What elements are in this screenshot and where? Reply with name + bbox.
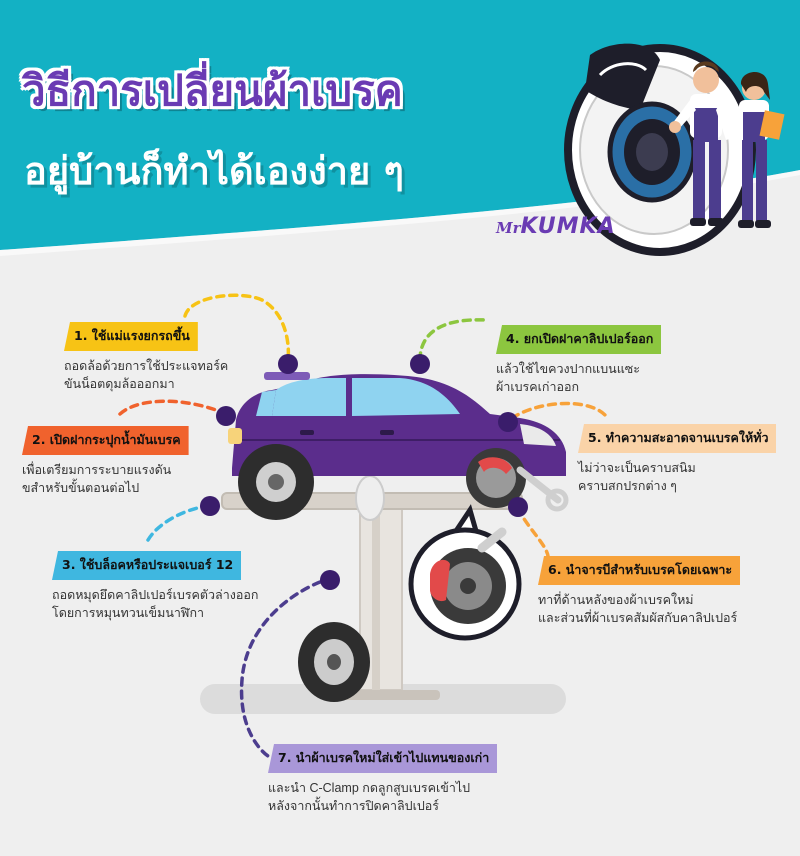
step-3-description: ถอดหมุดยึดคาลิปเปอร์เบรคตัวล่างออก โดยกา…: [52, 586, 258, 622]
step-5-line-1: ไม่ว่าจะเป็นคราบสนิม: [578, 461, 696, 475]
step-1-description: ถอดล้อด้วยการใช้ประแจทอร์ค ขันน็อตดุมล้อ…: [64, 357, 228, 393]
step-5-line-2: คราบสกปรกต่าง ๆ: [578, 479, 677, 493]
step-1: 1. ใช้แม่แรงยกรถขึ้น ถอดล้อด้วยการใช้ประ…: [64, 322, 228, 393]
step-1-line-2: ขันน็อตดุมล้อออกมา: [64, 377, 175, 391]
step-6: 6. นำจารบีสำหรับเบรคโดยเฉพาะ ทาที่ด้านหล…: [538, 556, 741, 627]
brand-prefix: Mr: [496, 219, 521, 237]
step-5: 5. ทำความสะอาดจานเบรคให้ทั่ว ไม่ว่าจะเป็…: [578, 424, 777, 495]
step-4: 4. ยกเปิดฝาคาลิปเปอร์ออก แล้วใช้ไขควงปาก…: [496, 325, 662, 396]
step-6-line-1: ทาที่ด้านหลังของผ้าเบรคใหม่: [538, 593, 694, 607]
step-4-line-2: ผ้าเบรคเก่าออก: [496, 380, 580, 394]
brake-disc-icon: [564, 43, 756, 256]
step-4-description: แล้วใช้ไขควงปากแบนแซะ ผ้าเบรคเก่าออก: [496, 360, 661, 396]
step-7-line-2: หลังจากนั้นทำการปิดคาลิปเปอร์: [268, 799, 440, 813]
step-1-line-1: ถอดล้อด้วยการใช้ประแจทอร์ค: [64, 359, 229, 373]
step-5-description: ไม่ว่าจะเป็นคราบสนิม คราบสกปรกต่าง ๆ: [578, 459, 776, 495]
step-3: 3. ใช้บล็อคหรือประแจเบอร์ 12 ถอดหมุดยึดค…: [52, 551, 258, 622]
page-title: วิธีการเปลี่ยนผ้าเบรค: [22, 66, 403, 115]
step-4-line-1: แล้วใช้ไขควงปากแบนแซะ: [496, 362, 640, 376]
step-5-label: 5. ทำความสะอาดจานเบรคให้ทั่ว: [578, 424, 777, 453]
step-2: 2. เปิดฝากระปุกน้ำมันเบรค เพื่อเตรียมการ…: [22, 426, 189, 497]
step-2-label: 2. เปิดฝากระปุกน้ำมันเบรค: [22, 426, 189, 455]
step-1-label: 1. ใช้แม่แรงยกรถขึ้น: [64, 322, 198, 351]
step-2-line-1: เพื่อเตรียมการระบายแรงดัน: [22, 463, 172, 477]
car-illustration: [228, 372, 569, 520]
step-dots: [200, 354, 528, 590]
brake-zoom-bubble: [408, 504, 522, 641]
step-2-line-2: ขสำหรับขั้นตอนต่อไป: [22, 481, 140, 495]
page-subtitle: อยู่บ้านก็ทำได้เองง่าย ๆ: [24, 149, 404, 193]
mechanics-illustration: [669, 61, 785, 228]
spare-wheel-icon: [298, 622, 370, 702]
step-6-label: 6. นำจารบีสำหรับเบรคโดยเฉพาะ: [538, 556, 741, 585]
step-3-line-1: ถอดหมุดยึดคาลิปเปอร์เบรคตัวล่างออก: [52, 588, 259, 602]
step-7-label: 7. นำผ้าเบรคใหม่ใส่เข้าไปแทนของเก่า: [268, 744, 498, 773]
brand-name: KUMKA: [520, 214, 616, 239]
step-3-label: 3. ใช้บล็อคหรือประแจเบอร์ 12: [52, 551, 242, 580]
step-7-description: และนำ C-Clamp กดลูกสูบเบรคเข้าไป หลังจาก…: [268, 779, 497, 815]
step-3-line-2: โดยการหมุนทวนเข็มนาฬิกา: [52, 606, 205, 620]
brand-logo: MrKUMKA: [496, 214, 616, 239]
step-2-description: เพื่อเตรียมการระบายแรงดัน ขสำหรับขั้นตอน…: [22, 461, 189, 497]
step-6-line-2: และส่วนที่ผ้าเบรคสัมผัสกับคาลิปเปอร์: [538, 611, 738, 625]
step-6-description: ทาที่ด้านหลังของผ้าเบรคใหม่ และส่วนที่ผ้…: [538, 591, 740, 627]
step-7: 7. นำผ้าเบรคใหม่ใส่เข้าไปแทนของเก่า และน…: [268, 744, 498, 815]
step-7-line-1: และนำ C-Clamp กดลูกสูบเบรคเข้าไป: [268, 781, 471, 795]
step-4-label: 4. ยกเปิดฝาคาลิปเปอร์ออก: [496, 325, 662, 354]
